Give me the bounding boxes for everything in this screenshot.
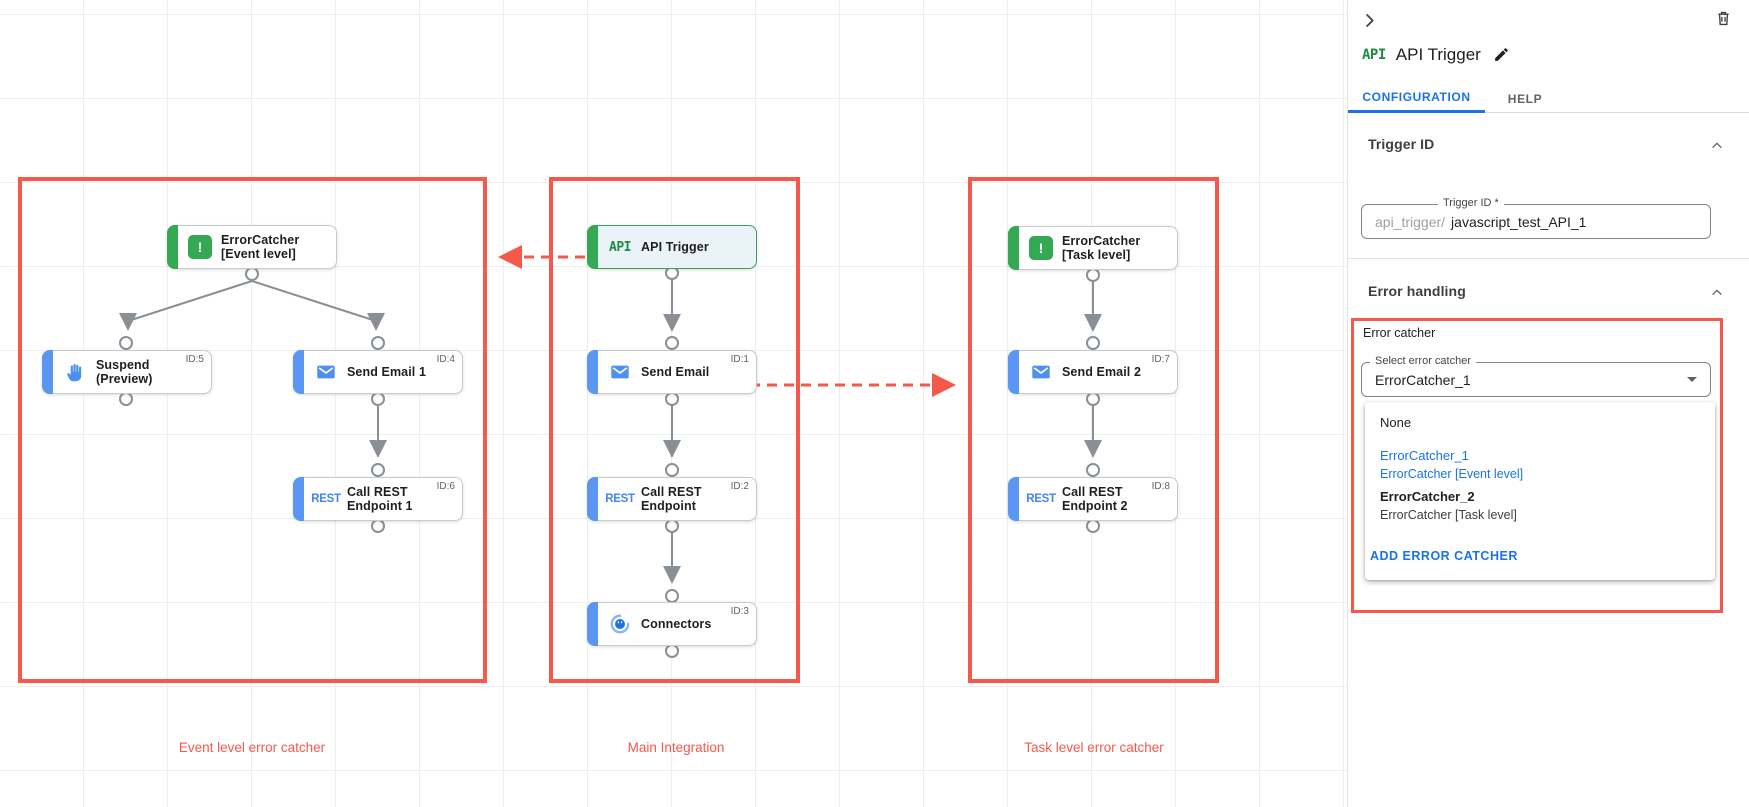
rest-icon: REST [311,493,341,505]
error-catcher-icon: ! [1020,236,1062,260]
workflow-canvas[interactable]: ! ErrorCatcher [Event level] Suspend (Pr… [0,0,1348,807]
trigger-id-section-title: Trigger ID [1368,136,1435,152]
node-call-rest-endpoint-2[interactable]: REST Call REST Endpoint 2 ID:8 [1008,477,1178,521]
trigger-id-input[interactable]: Trigger ID * api_trigger/ javascript_tes… [1361,197,1711,239]
rest-icon: REST [1026,493,1056,505]
event-level-group-box [18,177,487,683]
node-accent [587,350,598,394]
tab-configuration[interactable]: CONFIGURATION [1348,84,1485,113]
menu-option-none[interactable]: None [1380,415,1412,430]
chevron-up-icon [1712,289,1722,295]
event-level-group-label: Event level error catcher [178,740,326,755]
pencil-icon [1494,48,1508,61]
node-id-badge: ID:8 [1151,481,1170,492]
node-id-badge: ID:4 [436,354,455,365]
node-title: Call REST Endpoint 2 [1062,485,1128,513]
node-accent [167,225,178,269]
node-id-badge: ID:2 [730,481,749,492]
task-level-group-box [968,177,1219,683]
menu-option-errorcatcher-2[interactable]: ErrorCatcher_2 ErrorCatcher [Task level] [1380,489,1517,522]
node-connectors[interactable]: Connectors ID:3 [587,602,757,646]
node-accent [587,602,598,646]
node-api-trigger[interactable]: API API Trigger [587,225,757,269]
node-title: Call REST Endpoint 1 [347,485,413,513]
node-accent [293,350,304,394]
error-catcher-icon: ! [179,235,221,259]
node-title: Send Email [641,365,710,379]
api-icon: API [609,239,631,255]
menu-option-errorcatcher-1[interactable]: ErrorCatcher_1 ErrorCatcher [Event level… [1380,448,1524,481]
node-send-email-1[interactable]: Send Email 1 ID:4 [293,350,463,394]
node-title: Suspend (Preview) [96,358,153,386]
node-accent [587,477,598,521]
collapse-panel-button[interactable] [1358,9,1381,32]
panel-tabs: CONFIGURATION HELP [1348,84,1749,113]
collapse-error-handling-button[interactable] [1709,285,1725,301]
node-errorcatcher-task-level[interactable]: ! ErrorCatcher [Task level] [1008,226,1178,270]
connectors-icon [599,613,641,635]
main-integration-group-box [549,177,800,683]
node-title: Send Email 1 [347,365,427,379]
error-catcher-highlight-box [1351,318,1723,613]
email-icon [599,361,641,383]
node-send-email[interactable]: Send Email ID:1 [587,350,757,394]
node-accent [1008,226,1019,270]
collapse-trigger-id-button[interactable] [1709,138,1725,154]
node-title: ErrorCatcher [Task level] [1062,234,1141,262]
node-accent [42,350,53,394]
node-accent [293,477,304,521]
trash-icon [1718,11,1729,26]
edit-title-button[interactable] [1491,44,1512,65]
select-error-catcher-value: ErrorCatcher_1 [1375,371,1471,388]
task-level-group-label: Task level error catcher [1024,740,1164,755]
main-integration-group-label: Main Integration [627,740,725,755]
node-title: Connectors [641,617,712,631]
error-catcher-label: Error catcher [1363,326,1436,340]
config-panel: API API Trigger CONFIGURATION HELP Trigg… [1347,0,1749,807]
node-send-email-2[interactable]: Send Email 2 ID:7 [1008,350,1178,394]
add-error-catcher-button[interactable]: ADD ERROR CATCHER [1370,549,1518,563]
tab-help[interactable]: HELP [1485,84,1565,113]
email-icon [305,361,347,383]
error-catcher-menu: None ErrorCatcher_1 ErrorCatcher [Event … [1365,402,1715,580]
chevron-right-icon [1366,14,1374,27]
node-id-badge: ID:5 [185,354,204,365]
node-title: Send Email 2 [1062,365,1142,379]
trigger-id-input-label: Trigger ID * [1438,197,1504,209]
section-divider [1348,258,1749,259]
node-accent [1008,350,1019,394]
node-title: ErrorCatcher [Event level] [221,233,300,261]
node-id-badge: ID:1 [730,354,749,365]
node-suspend[interactable]: Suspend (Preview) ID:5 [42,350,212,394]
node-accent [1008,477,1019,521]
node-call-rest-endpoint-1[interactable]: REST Call REST Endpoint 1 ID:6 [293,477,463,521]
email-icon [1020,361,1062,383]
panel-title: API Trigger [1395,44,1481,64]
api-trigger-badge: API [1362,46,1386,63]
node-title: Call REST Endpoint [641,485,702,513]
node-accent [587,225,598,269]
delete-trigger-button[interactable] [1712,7,1735,30]
node-call-rest-endpoint[interactable]: REST Call REST Endpoint ID:2 [587,477,757,521]
node-id-badge: ID:6 [436,481,455,492]
rest-icon: REST [605,493,635,505]
dropdown-arrow-icon [1687,377,1697,382]
trigger-id-prefix: api_trigger/ [1375,213,1446,230]
node-title: API Trigger [641,240,709,254]
node-id-badge: ID:7 [1151,354,1170,365]
chevron-up-icon [1712,142,1722,148]
error-handling-section-title: Error handling [1368,283,1466,299]
node-id-badge: ID:3 [730,606,749,617]
select-error-catcher-label: Select error catcher [1370,355,1476,367]
node-errorcatcher-event-level[interactable]: ! ErrorCatcher [Event level] [167,225,337,269]
trigger-id-value: javascript_test_API_1 [1451,213,1587,230]
select-error-catcher-dropdown[interactable]: Select error catcher ErrorCatcher_1 [1361,355,1711,397]
hand-icon [54,362,96,383]
